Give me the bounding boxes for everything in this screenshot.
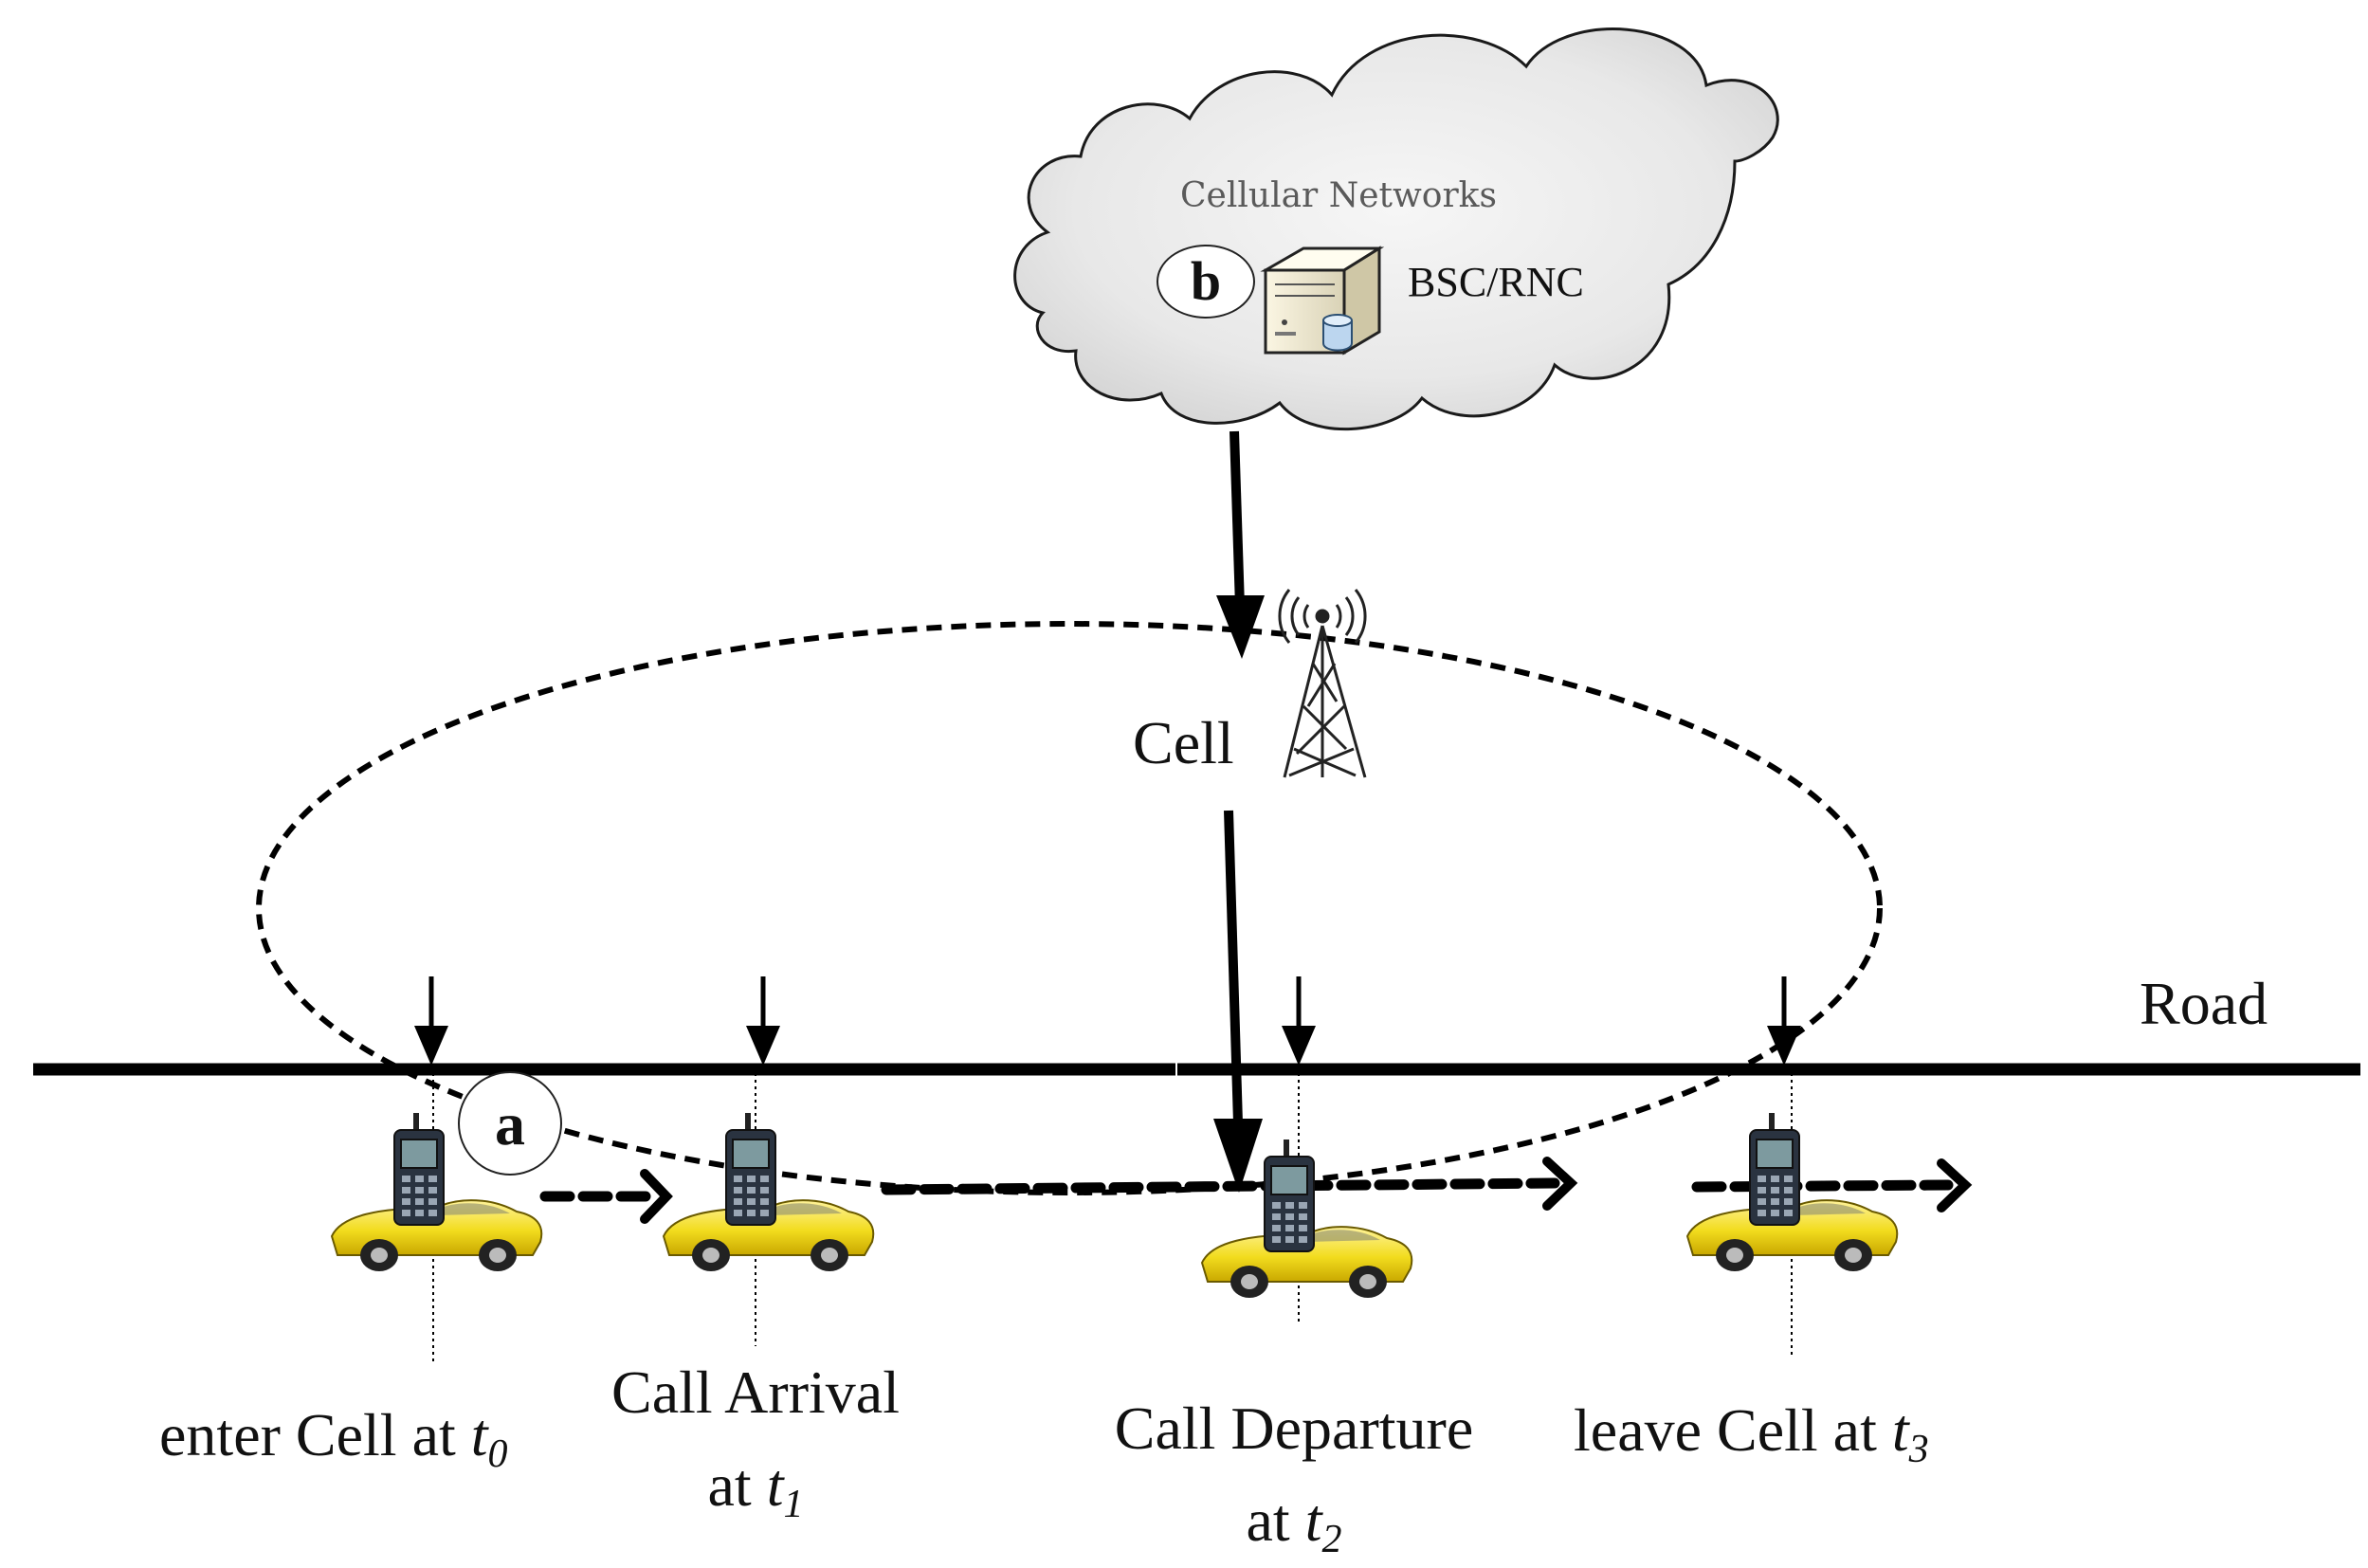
movement-arrow-2	[881, 1157, 1578, 1211]
event-arrow-t2	[1282, 976, 1316, 1066]
time-guide-lines	[432, 1073, 1793, 1365]
movement-arrow-3	[1691, 1158, 1973, 1212]
road-label: Road	[2140, 970, 2268, 1037]
marker-a: a	[458, 1071, 562, 1176]
cell-boundary	[256, 621, 1883, 1195]
event-arrows	[414, 976, 1801, 1066]
movement-arrow-1	[539, 1169, 673, 1224]
svg-text:at t1: at t1	[708, 1451, 804, 1526]
tower-icon	[1278, 589, 1367, 778]
marker-a-label: a	[495, 1090, 525, 1158]
event-label-leave: leave Cell at t3	[1574, 1396, 1929, 1471]
cell-to-mobile-arrow	[1213, 810, 1263, 1193]
network-to-cell-arrow	[1216, 430, 1265, 659]
controller-label: BSC/RNC	[1408, 259, 1584, 305]
cloud-title: Cellular Networks	[1180, 176, 1497, 215]
event-label-call-arrival: Call Arrival at t1	[611, 1358, 900, 1526]
svg-text:Call Arrival: Call Arrival	[611, 1358, 900, 1426]
server-icon	[1260, 246, 1385, 356]
mobile-car-t3-icon	[1686, 1112, 1899, 1272]
svg-text:Call Departure: Call Departure	[1115, 1395, 1474, 1462]
event-label-enter: enter Cell at t0	[159, 1401, 508, 1476]
road: Road	[33, 970, 2360, 1076]
cellular-network-cloud: Cellular Networks b BSC/RNC	[1013, 27, 1779, 430]
marker-b-label: b	[1191, 250, 1221, 312]
event-arrow-t3	[1767, 976, 1801, 1066]
marker-b: b	[1157, 245, 1255, 319]
event-arrow-t1	[746, 976, 780, 1066]
movement-arrows	[539, 1157, 1973, 1224]
mobile-car-t1-icon	[663, 1112, 875, 1272]
event-label-call-departure: Call Departure at t2	[1115, 1395, 1474, 1561]
event-arrow-t0	[414, 976, 448, 1066]
svg-text:at t2: at t2	[1247, 1486, 1342, 1561]
cell-label: Cell	[1133, 709, 1234, 776]
